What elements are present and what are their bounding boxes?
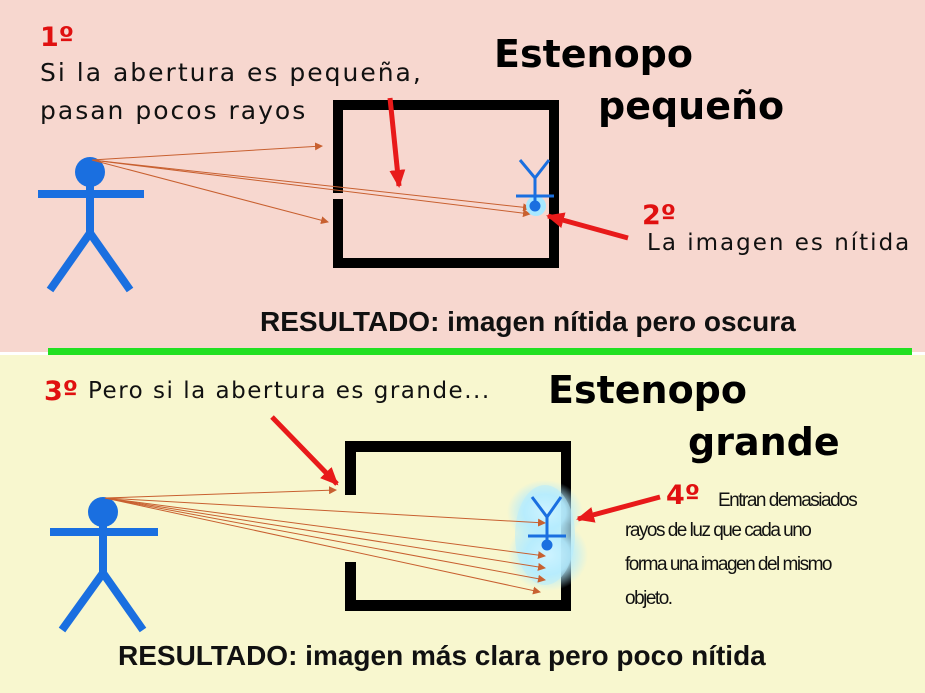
- inverted-image-small: [516, 159, 554, 216]
- red-arrow-aperture-large: [270, 415, 339, 486]
- inverted-image-large: [528, 496, 566, 551]
- result-small-aperture: RESULTADO: imagen nítida pero oscura: [260, 306, 796, 337]
- step-4-label: 4º: [666, 480, 701, 511]
- too-many-rays-line-3: forma una imagen del mismo: [625, 554, 833, 575]
- red-arrow-image-large: [576, 494, 661, 523]
- too-many-rays-line-1: Entran demasiados: [718, 490, 858, 511]
- person-figure-top: [38, 157, 144, 293]
- title-small-line-1: Estenopo: [494, 32, 693, 76]
- small-aperture-line-1: Si la abertura es pequeña,: [40, 58, 423, 87]
- too-many-rays-line-2: rayos de luz que cada uno: [625, 520, 812, 541]
- step-1-label: 1º: [40, 22, 75, 53]
- camera-box-small: [333, 100, 559, 268]
- sharp-image-caption: La imagen es nítida: [647, 230, 912, 256]
- divider-line: [48, 348, 912, 355]
- red-arrow-image-small: [546, 212, 629, 241]
- person-figure-bottom: [50, 497, 158, 633]
- light-rays-bottom: [104, 486, 546, 595]
- too-many-rays-line-4: objeto.: [625, 588, 673, 609]
- large-aperture-line: Pero si la abertura es grande...: [88, 378, 491, 404]
- step-2-label: 2º: [642, 200, 677, 231]
- small-aperture-line-2: pasan pocos rayos: [40, 96, 308, 125]
- bottom-panel: [0, 355, 925, 693]
- light-rays-top: [91, 142, 531, 225]
- step-3-label: 3º: [44, 376, 79, 407]
- title-large-line-2: grande: [688, 420, 840, 464]
- result-large-aperture: RESULTADO: imagen más clara pero poco ní…: [118, 640, 766, 671]
- red-arrow-aperture-small: [387, 97, 406, 188]
- title-large-line-1: Estenopo: [548, 368, 747, 412]
- title-small-line-2: pequeño: [598, 84, 785, 128]
